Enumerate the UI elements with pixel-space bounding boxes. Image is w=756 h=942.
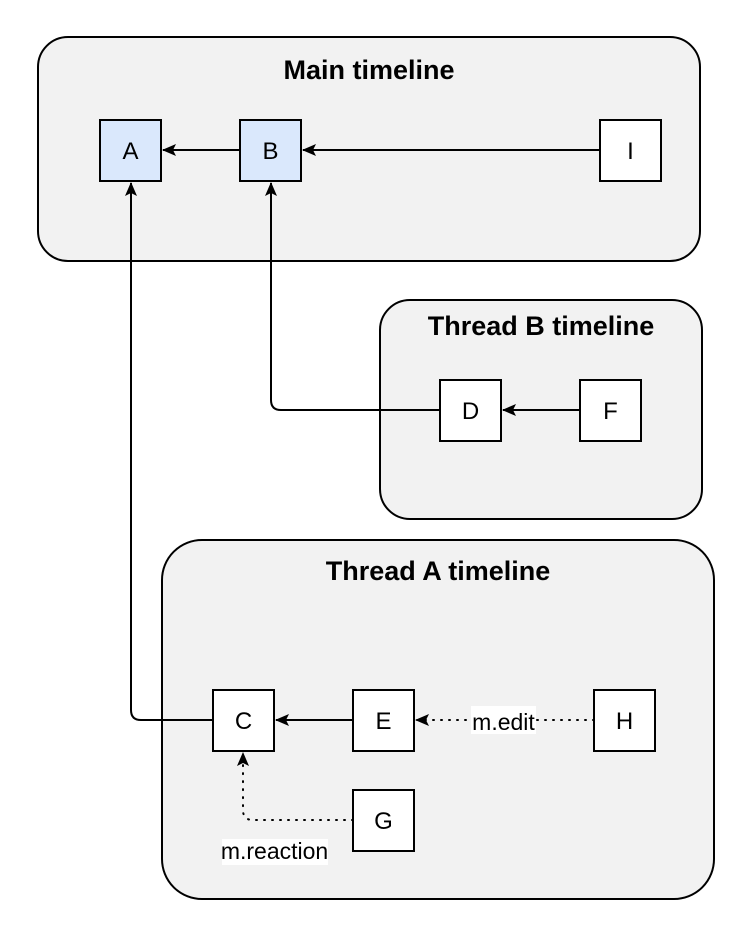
node-h (593, 689, 656, 752)
node-a (99, 119, 162, 182)
node-b-label: B (262, 138, 278, 165)
node-c-label: C (235, 708, 252, 735)
node-c (212, 689, 275, 752)
node-h-label: H (616, 708, 633, 735)
node-i-label: I (627, 138, 634, 165)
thread-a-timeline-title: Thread A timeline (326, 556, 551, 586)
edge-c-to-a (125, 182, 213, 721)
node-e (352, 689, 415, 752)
edge-d-to-b (265, 182, 440, 411)
node-e-label: E (375, 708, 391, 735)
thread-b-timeline-title: Thread B timeline (428, 311, 655, 341)
edge-label-m-edit-bg (471, 706, 536, 734)
node-f-label: F (603, 398, 618, 425)
node-g-label: G (374, 808, 393, 835)
node-g (352, 789, 415, 852)
edge-label-m-reaction: m.reaction (221, 838, 328, 864)
node-d-label: D (462, 398, 479, 425)
node-b (239, 119, 302, 182)
node-d (439, 379, 502, 442)
node-f (579, 379, 642, 442)
edge-label-m-reaction-bg (222, 839, 328, 865)
node-a-label: A (122, 138, 138, 165)
main-timeline-title: Main timeline (283, 55, 454, 85)
edge-label-m-edit: m.edit (472, 709, 535, 735)
node-i (599, 119, 662, 182)
